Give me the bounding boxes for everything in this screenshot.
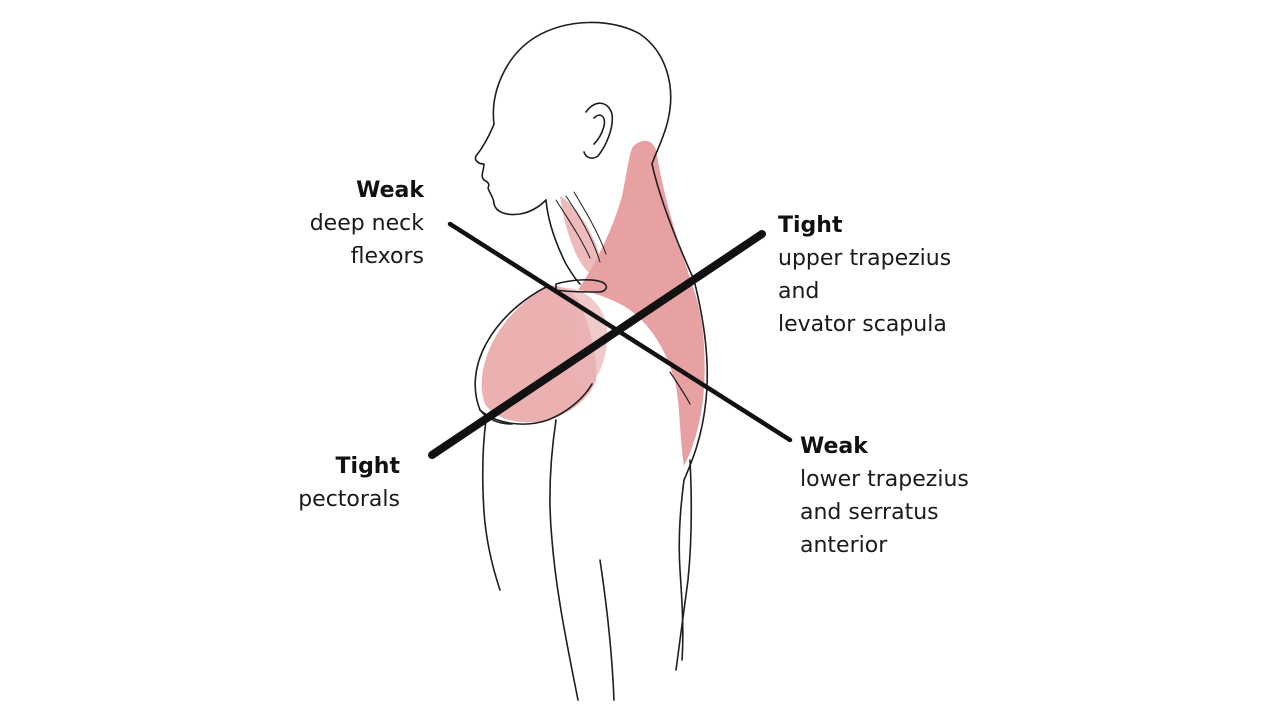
label-line: and — [778, 279, 820, 304]
breast-outline — [479, 383, 593, 425]
pectoral-muscle-shape — [481, 285, 597, 423]
neck-back-outline — [651, 163, 695, 281]
arm-front-outline — [481, 419, 501, 591]
label-heading: Weak — [800, 434, 868, 459]
label-weak-deep-neck-flexors: Weak deep neck flexors — [250, 174, 424, 273]
label-line: upper trapezius — [778, 246, 952, 271]
face-profile — [474, 123, 547, 216]
label-tight-pectorals: Tight pectorals — [250, 450, 400, 516]
cross-lines — [428, 221, 793, 459]
label-heading: Weak — [356, 178, 424, 203]
label-line: anterior — [800, 533, 888, 558]
arm-back-outline — [675, 459, 693, 671]
lower-back-outline — [599, 559, 615, 701]
label-weak-lower-trapezius: Weak lower trapezius and serratus anteri… — [800, 430, 1040, 562]
upper-trapezius-muscle-shape — [578, 140, 705, 467]
label-line: deep neck — [309, 211, 424, 236]
muscle-shading — [481, 140, 705, 467]
neck-strand-3 — [573, 191, 607, 255]
label-tight-upper-trapezius: Tight upper trapezius and levator scapul… — [778, 209, 1018, 341]
torso-front-outline — [549, 419, 579, 701]
body-outline — [474, 21, 709, 701]
chest-outline — [474, 285, 549, 425]
clavicle-outline — [555, 279, 608, 293]
back-outline — [678, 279, 709, 661]
label-line: and serratus — [800, 500, 939, 525]
ear-outline — [583, 102, 614, 159]
label-line: flexors — [350, 244, 424, 269]
tight-diagonal-line — [428, 230, 766, 459]
label-line: levator scapula — [778, 312, 947, 337]
neck-strand-2 — [565, 195, 601, 263]
head-outline — [492, 21, 672, 165]
label-line: pectorals — [298, 487, 400, 512]
label-line: lower trapezius — [800, 467, 969, 492]
scapula-outline — [669, 371, 691, 405]
ear-inner — [593, 114, 606, 145]
label-heading: Tight — [778, 213, 843, 238]
neck-strand-1 — [555, 199, 591, 259]
label-heading: Tight — [335, 454, 400, 479]
levator-scapula-shape — [560, 196, 602, 277]
